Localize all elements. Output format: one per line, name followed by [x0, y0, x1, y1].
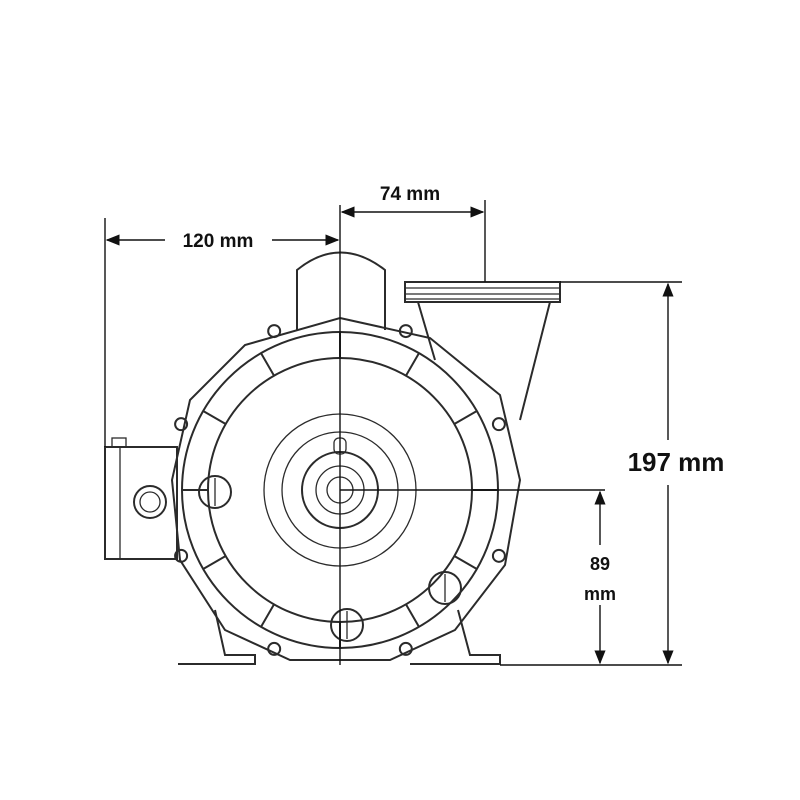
housing-bolts — [174, 324, 506, 656]
housing-rib — [202, 410, 227, 425]
housing-rib — [260, 603, 275, 628]
dim-74-label: 74 mm — [380, 184, 440, 205]
bolt-icon — [174, 548, 189, 563]
housing-rib — [405, 603, 420, 628]
housing-rib — [202, 555, 227, 570]
housing-rib — [260, 352, 275, 377]
bolt-icon — [398, 641, 413, 656]
bolt-icon — [398, 324, 413, 339]
dim-120: 120 mm — [104, 218, 340, 447]
dim-89: 89 mm — [584, 490, 616, 665]
terminal-box — [104, 437, 178, 560]
center-lines — [339, 205, 605, 665]
bolt-icon — [491, 548, 506, 563]
housing-rib — [453, 555, 478, 570]
bolt-icon — [491, 417, 506, 432]
mounting-feet — [178, 609, 501, 665]
dim-89-value: 89 — [590, 554, 610, 574]
dim-74: 74 mm — [340, 184, 486, 282]
dim-197-label: 197 mm — [628, 447, 725, 477]
bolt-icon — [267, 641, 282, 656]
discharge-port — [404, 281, 561, 421]
housing-screws — [198, 475, 462, 642]
housing-rib — [405, 352, 420, 377]
dim-120-label: 120 mm — [183, 231, 254, 252]
dim-197: 197 mm — [500, 281, 725, 666]
bolt-icon — [174, 417, 189, 432]
dim-89-unit: mm — [584, 584, 616, 604]
bolt-icon — [267, 324, 282, 339]
housing-rib — [453, 410, 478, 425]
